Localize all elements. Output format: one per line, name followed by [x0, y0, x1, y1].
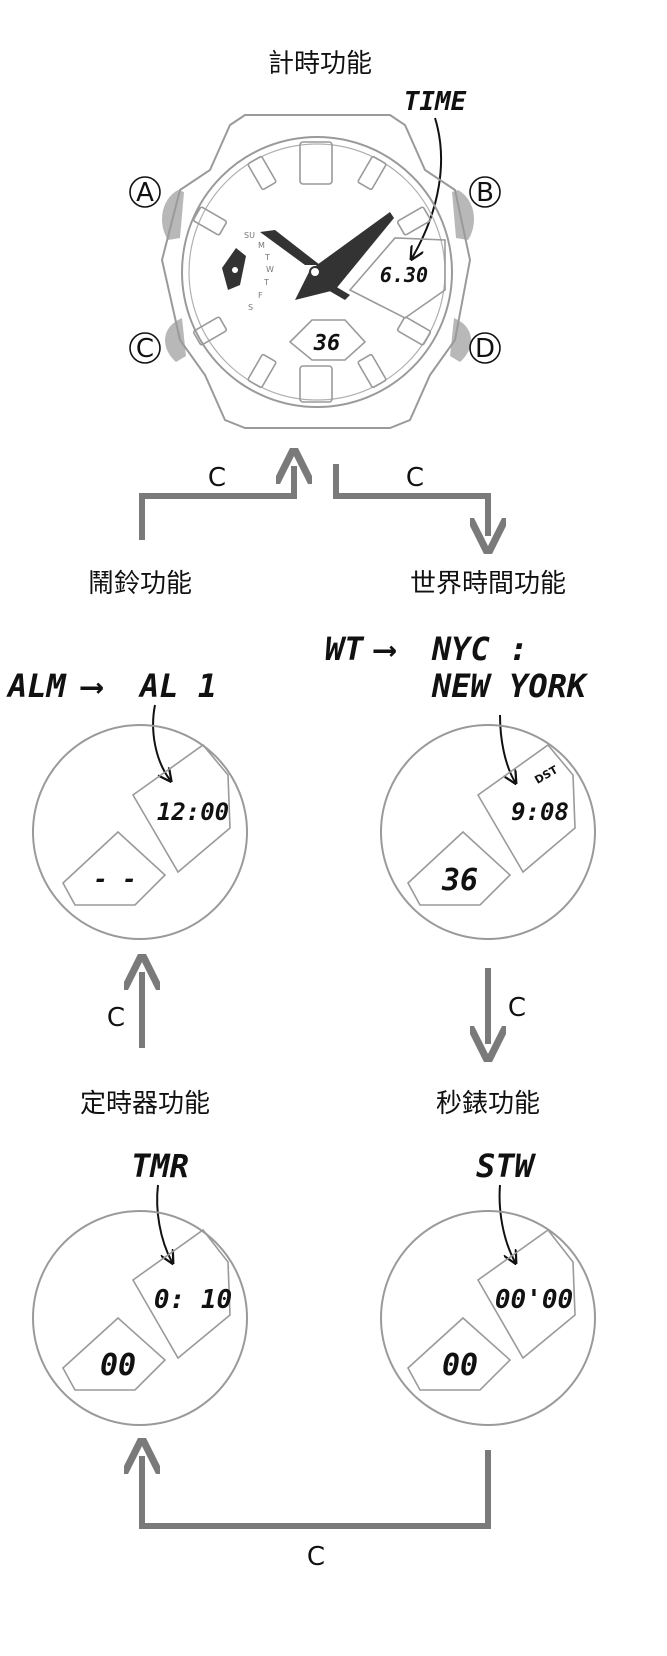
day-label-s: S [248, 303, 253, 312]
bottom-display: 36 [313, 331, 341, 356]
marker-4 [396, 316, 432, 346]
flow-arrow-stopwatch-to-timer [142, 1450, 491, 1529]
button-c-ring [129, 332, 161, 364]
marker-10 [192, 206, 228, 236]
bottom-window [288, 319, 367, 361]
alarm-display: 12:00 [157, 798, 229, 826]
stopwatch-mode: 秒錶功能 STW 00'00 00 [380, 1089, 596, 1426]
timer-mode-tag: TMR [131, 1147, 189, 1185]
marker-11 [247, 155, 277, 191]
alarm-bottom-display: - - [93, 865, 136, 893]
timer-pointer-arrow [156, 1184, 172, 1262]
alarm-time-window [131, 743, 231, 874]
world-bottom-window [406, 830, 512, 906]
flow-label-bottom: C [307, 1542, 325, 1572]
stopwatch-title: 秒錶功能 [436, 1089, 540, 1119]
world-dial [380, 724, 596, 940]
day-label-w: W [266, 265, 274, 274]
stopwatch-bottom-window [406, 1316, 512, 1391]
button-a-label: A [136, 178, 154, 208]
timer-time-window [131, 1228, 231, 1360]
button-d-shape[interactable] [450, 318, 471, 362]
button-b-ring [469, 176, 501, 208]
flow-arrow-alarm-to-time [139, 466, 294, 540]
flow-label-top-left: C [208, 463, 226, 493]
day-label-t: T [264, 253, 270, 262]
button-d-label: D [475, 334, 495, 364]
main-title: 計時功能 [268, 49, 372, 79]
side-buttons [162, 190, 474, 362]
stopwatch-dial [380, 1210, 596, 1426]
alarm-pointer-arrow [152, 704, 170, 780]
watch-hands [260, 212, 394, 300]
time-pointer-arrow [412, 117, 443, 258]
marker-12 [299, 141, 333, 185]
main-watch: 計時功能 TIME 6.30 3 [129, 49, 501, 429]
stopwatch-bottom-display: 00 [442, 1348, 478, 1383]
timer-bottom-display: 00 [100, 1348, 136, 1383]
hand-pin [309, 266, 321, 278]
hour-hand [314, 276, 350, 300]
world-city-name: NEW YORK [431, 667, 589, 705]
marker-6 [299, 365, 333, 403]
flow-arrow-time-to-world [333, 464, 488, 536]
day-label-m: M [258, 241, 265, 250]
time-window [348, 237, 446, 319]
button-b-label: B [476, 178, 494, 208]
alarm-sub-tag: AL 1 [138, 667, 217, 705]
time-display: 6.30 [380, 263, 428, 287]
world-time-window [476, 743, 576, 874]
flow-label-right: C [508, 993, 526, 1023]
world-dst-indicator: DST [532, 763, 560, 787]
button-a-ring [129, 176, 161, 208]
time-tag: TIME [404, 87, 467, 117]
world-city-code: NYC : [431, 630, 528, 668]
stopwatch-time-window [476, 1228, 576, 1360]
marker-1 [357, 155, 387, 191]
stopwatch-display: 00'00 [495, 1285, 573, 1315]
alarm-mode-tag: ALM [6, 667, 68, 705]
world-display: 9:08 [511, 798, 569, 826]
button-c-shape[interactable] [165, 318, 186, 362]
day-subdial: SU M T W T F S [222, 231, 274, 312]
day-hand-pin [232, 267, 238, 273]
timer-display: 0: 10 [154, 1285, 232, 1315]
watch-case [160, 114, 472, 429]
marker-8 [192, 316, 228, 346]
alarm-title: 鬧鈴功能 [88, 569, 192, 599]
timer-mode: 定時器功能 TMR 0: 10 00 [32, 1089, 248, 1426]
world-time-title: 世界時間功能 [410, 569, 566, 599]
world-time-mode: 世界時間功能 WT ⟶ NYC : NEW YORK DST 9:08 36 [325, 569, 596, 940]
button-labels: A B C D [129, 176, 501, 364]
stopwatch-pointer-arrow [498, 1184, 515, 1262]
day-label-su: SU [244, 231, 255, 240]
flow-label-top-right: C [406, 463, 424, 493]
hour-markers [192, 141, 432, 403]
watch-bezel [181, 136, 453, 408]
world-bottom-display: 36 [441, 863, 478, 898]
button-c-label: C [136, 334, 154, 364]
hour-hand-back [260, 230, 320, 265]
marker-2 [396, 206, 432, 236]
alarm-mode: 鬧鈴功能 ALM ⟶ AL 1 12:00 - - [6, 569, 248, 940]
day-label-t2: T [263, 278, 269, 287]
world-mode-tag: WT [325, 630, 365, 668]
day-label-f: F [258, 291, 263, 300]
flow-arrows [139, 464, 491, 1529]
flow-label-left: C [107, 1003, 125, 1033]
alarm-bottom-window [61, 830, 167, 906]
timer-dial [32, 1210, 248, 1426]
timer-bottom-window [61, 1316, 167, 1391]
stopwatch-mode-tag: STW [476, 1147, 537, 1185]
alarm-dial [32, 724, 248, 940]
marker-5 [357, 353, 387, 389]
marker-7 [247, 353, 277, 389]
alarm-arrow: ⟶ [80, 667, 103, 705]
world-pointer-arrow [499, 714, 515, 782]
world-arrow: ⟶ [373, 630, 396, 668]
button-d-ring [469, 332, 501, 364]
timer-title: 定時器功能 [80, 1089, 210, 1119]
